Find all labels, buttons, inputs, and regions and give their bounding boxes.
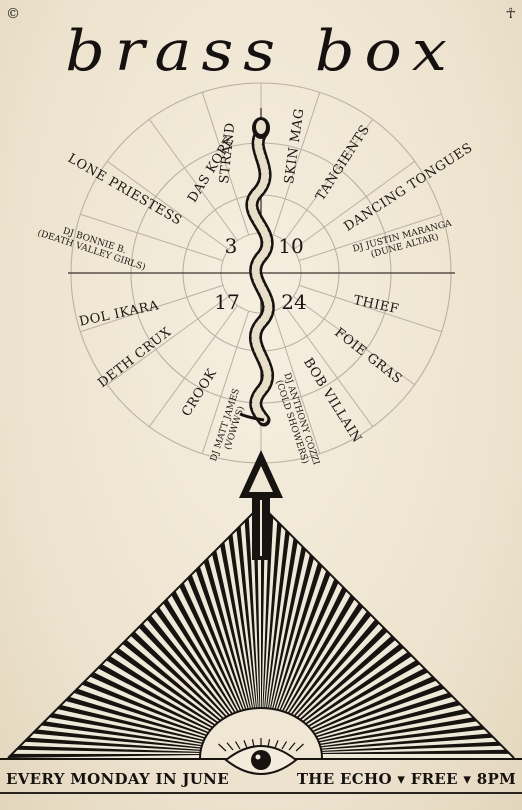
ray (261, 570, 331, 754)
ray (261, 749, 510, 754)
wheel-spoke (284, 305, 374, 428)
eye-arch (200, 708, 322, 758)
wheel-spoke (106, 160, 229, 250)
ray (187, 574, 261, 754)
wheel-spoke (80, 284, 224, 333)
ray (203, 558, 261, 754)
ray (261, 505, 266, 754)
wheel-spoke (106, 296, 229, 386)
arrow-inner (249, 466, 273, 492)
eye-lash (288, 742, 296, 751)
eye-lash (243, 740, 248, 749)
wheel-spoke (272, 92, 321, 236)
eye-glint (255, 754, 261, 760)
date-label: 24 (281, 290, 307, 314)
wheel-spoke (201, 92, 250, 236)
eye-lash (281, 741, 288, 750)
copyright-icon: © (6, 6, 20, 22)
bottom-rule (0, 792, 522, 794)
ray (252, 509, 261, 754)
date-label: 17 (214, 290, 240, 314)
snake-tail (239, 412, 265, 422)
poster-title: brass box (65, 17, 457, 84)
ray (195, 566, 261, 754)
ray (261, 537, 298, 754)
ray (244, 517, 261, 754)
pyramid-rays (0, 503, 522, 760)
eye-lash (267, 739, 271, 748)
arrow-icon (239, 450, 283, 560)
wheel-spoke (284, 118, 374, 241)
wheel-spoke (298, 213, 442, 262)
eye-lash (295, 743, 304, 752)
eye-arch-outline (199, 707, 323, 759)
snake-icon (239, 117, 275, 427)
eye-lash (274, 740, 279, 749)
wheel-spoke (298, 284, 442, 333)
eye-lash (251, 739, 255, 748)
ray (261, 529, 290, 754)
date-label: 3 (224, 234, 238, 258)
ray (236, 525, 261, 754)
ray (261, 554, 314, 754)
eye-iris (251, 750, 271, 770)
footer-schedule: EVERY MONDAY IN JUNE (6, 770, 229, 788)
date-label: 10 (278, 234, 304, 258)
ray (8, 753, 261, 758)
wheel-spoke (293, 160, 416, 250)
wheel-spoke (272, 310, 321, 454)
ray (261, 562, 323, 754)
wheel-spoke (148, 118, 238, 241)
ray (212, 549, 261, 754)
ray (220, 541, 261, 754)
wheel-spoke (80, 213, 224, 262)
eye-icon (218, 738, 304, 775)
eye-lash (226, 742, 234, 751)
footer-venue: THE ECHO ▾ FREE ▾ 8PM (296, 770, 516, 788)
ray (261, 545, 306, 754)
snake-head-mark (256, 120, 266, 134)
eye-lash (218, 743, 227, 752)
wheel-spoke (148, 305, 238, 428)
snake-scales (247, 128, 273, 424)
ankh-icon: ☥ (505, 6, 516, 22)
wheel-spoke (293, 296, 416, 386)
eye-lash (234, 741, 241, 750)
ray (228, 533, 261, 754)
wheel-spoke (201, 310, 250, 454)
ray (261, 521, 282, 754)
ray (261, 513, 274, 754)
